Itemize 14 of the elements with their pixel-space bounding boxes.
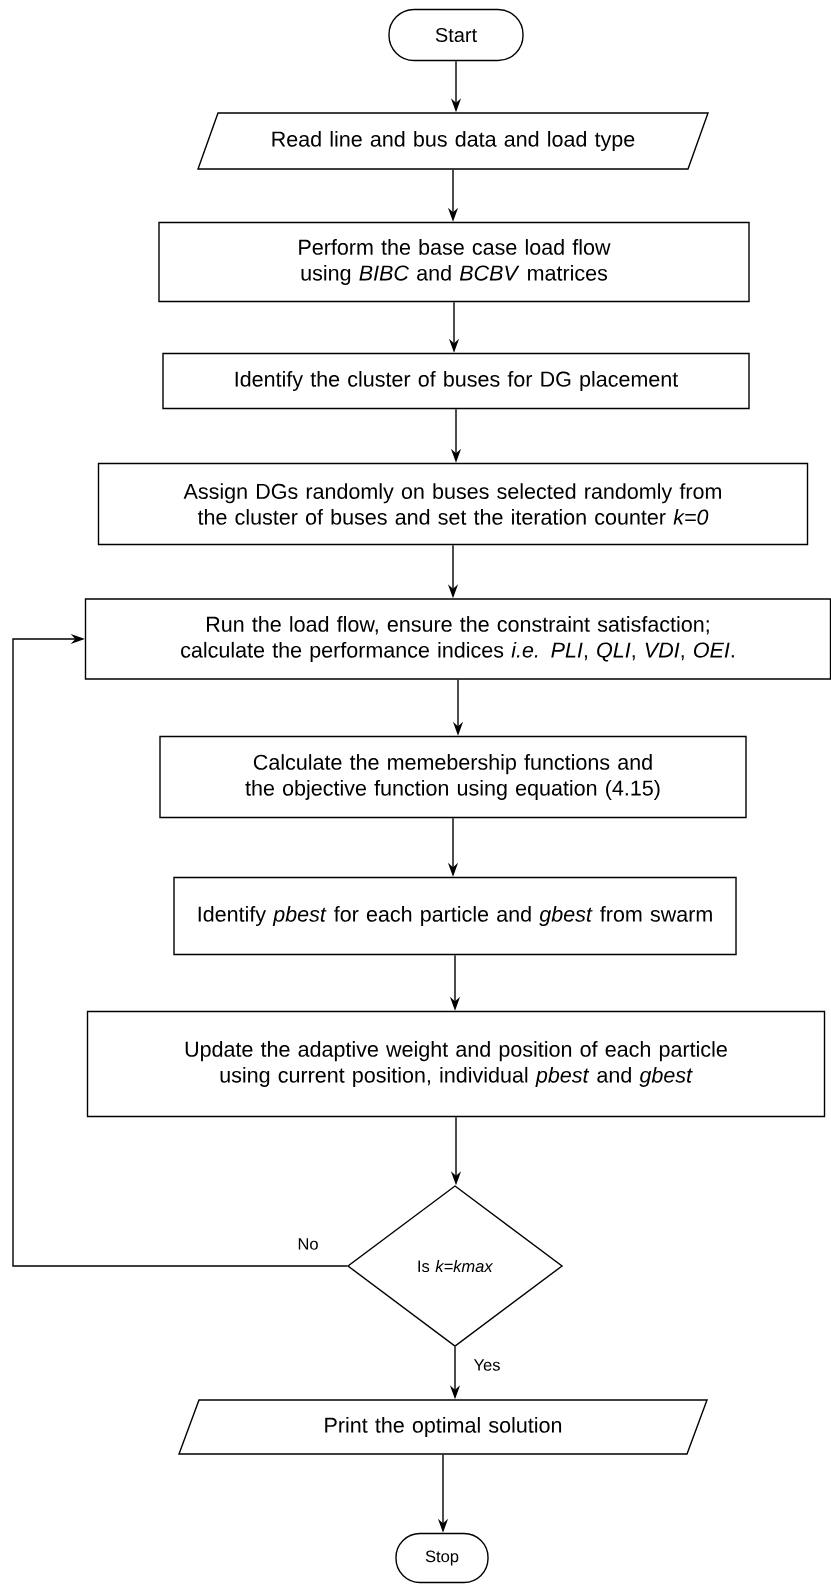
- input-output-box: Print the optimal solution: [178, 1399, 708, 1455]
- process-box: Run the load flow, ensure the constraint satisfaction; calculate the performance indices i.e. PLI, QLI, VDI, OEI.: [84, 598, 831, 680]
- arrow: [12, 633, 348, 1267]
- terminal-box: Stop: [395, 1532, 489, 1584]
- process-box: Update the adaptive weight and position of each particle using current position, individual pbest and gbest: [86, 1010, 826, 1118]
- process-box: Assign DGs randomly on buses selected randomly from the cluster of buses and set the iteration counter k=0: [97, 462, 809, 546]
- process-box: Identify the cluster of buses for DG placement: [162, 352, 750, 410]
- process-box: Calculate the memebership functions and the objective function using equation (4.15): [159, 735, 747, 819]
- edge-label: Yes: [472, 1358, 502, 1372]
- edge-label: No: [296, 1237, 320, 1251]
- process-box: Perform the base case load flow using BIBC and BCBV matrices: [158, 221, 750, 303]
- input-output-box: Read line and bus data and load type: [197, 112, 709, 170]
- process-box: Identify pbest for each particle and gbest from swarm: [173, 876, 737, 956]
- terminal-box: Start: [388, 8, 524, 62]
